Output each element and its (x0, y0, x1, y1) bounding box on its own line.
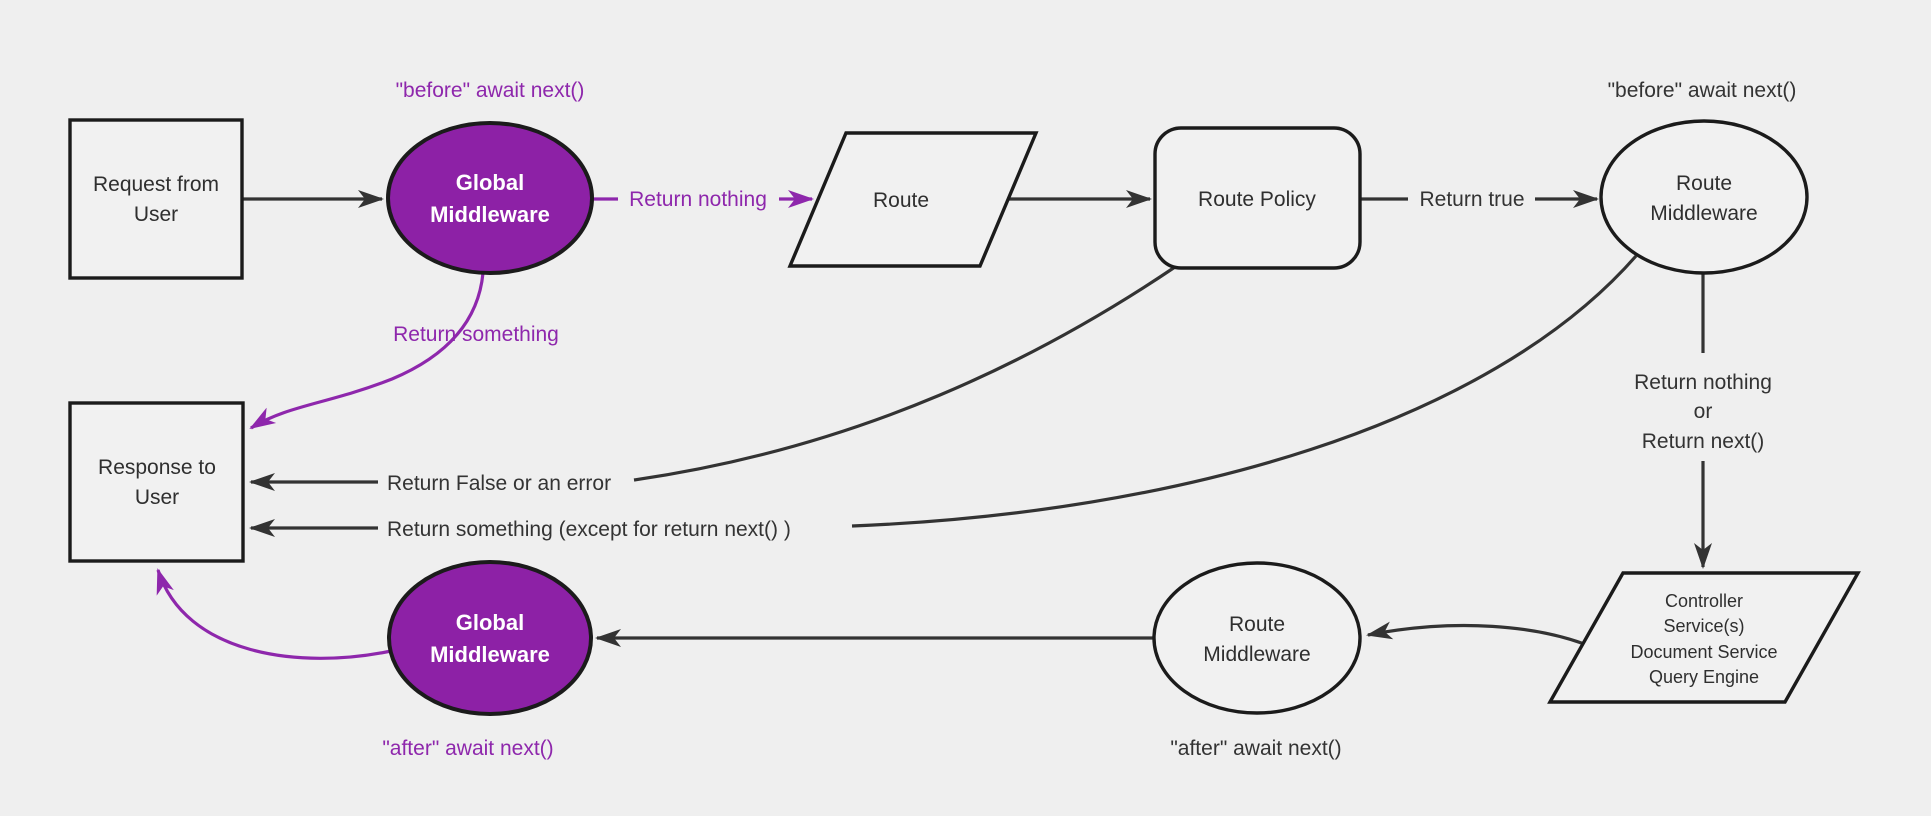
nodes: Request from User Global Middleware Rout… (68, 118, 1861, 716)
label-return-something-except: Return something (except for return next… (387, 518, 791, 541)
node-response-to-user (68, 401, 245, 563)
label-return-nothing: Return nothing (629, 188, 767, 211)
node-route-middleware-top-label: Route (1676, 172, 1732, 195)
edge-return-false-curve (633, 265, 1176, 482)
node-route-label: Route (873, 189, 929, 212)
label-before-await-next-right: "before" await next() (1608, 79, 1797, 102)
node-global-middleware-bottom-label: Middleware (430, 642, 550, 667)
label-before-await-next-top: "before" await next() (396, 79, 585, 102)
edge-labels: "before" await next() Return nothing Ret… (382, 79, 1796, 760)
node-request-from-user-label: User (134, 203, 178, 226)
edge-controller-to-route-middleware (1366, 621, 1593, 649)
node-route-middleware-bottom (1152, 561, 1362, 715)
label-after-await-next-mid: "after" await next() (1170, 737, 1341, 760)
node-route-policy-label: Route Policy (1198, 188, 1316, 211)
node-route-middleware-bottom-label: Route (1229, 613, 1285, 636)
label-return-nothing-or-next: Return nothing (1634, 371, 1772, 394)
node-global-middleware-bottom-label: Global (456, 610, 524, 635)
label-return-false-or-error: Return False or an error (387, 472, 611, 495)
node-response-to-user-label: Response to (98, 456, 216, 479)
node-request-from-user-label: Request from (93, 173, 219, 196)
label-return-true: Return true (1419, 188, 1524, 211)
label-return-nothing-or-next: Return next() (1642, 430, 1765, 453)
node-global-middleware-top (386, 121, 594, 275)
edge-global-middleware-to-response (156, 568, 392, 660)
node-controller-services (1547, 571, 1861, 704)
node-route-policy (1153, 126, 1362, 270)
node-route-middleware-top-label: Middleware (1650, 202, 1757, 225)
node-controller-services-label: Service(s) (1663, 616, 1744, 636)
node-route-middleware-bottom-label: Middleware (1203, 643, 1310, 666)
edge-return-something-except-curve (851, 254, 1638, 528)
edge-return-something (249, 272, 485, 430)
node-response-to-user-label: User (135, 486, 179, 509)
label-return-nothing-or-next: or (1694, 400, 1713, 423)
node-request-from-user (68, 118, 244, 280)
node-global-middleware-top-label: Global (456, 170, 524, 195)
label-return-something: Return something (393, 323, 559, 346)
node-controller-services-label: Query Engine (1649, 667, 1759, 687)
node-global-middleware-top-label: Middleware (430, 202, 550, 227)
node-controller-services-label: Controller (1665, 591, 1743, 611)
node-route-middleware-top (1599, 119, 1809, 275)
label-after-await-next-left: "after" await next() (382, 737, 553, 760)
edges (156, 190, 1712, 660)
node-global-middleware-bottom (387, 560, 593, 716)
node-route (787, 131, 1039, 268)
node-controller-services-label: Document Service (1630, 642, 1777, 662)
